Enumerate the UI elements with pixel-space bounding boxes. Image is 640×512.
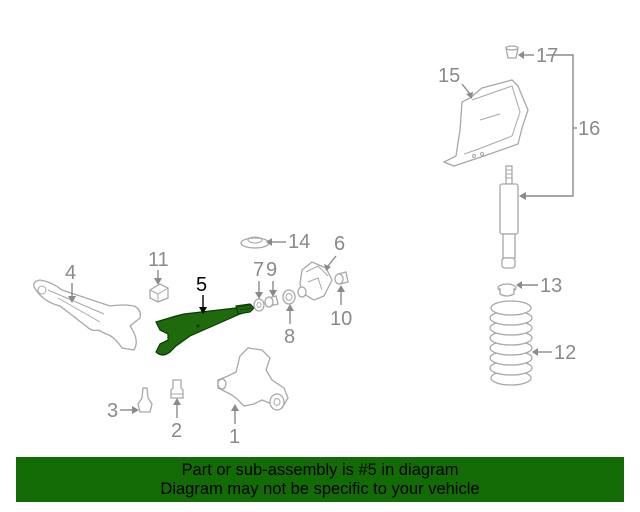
- part-6-bracket[interactable]: [297, 261, 333, 301]
- callout-4[interactable]: 4: [65, 262, 76, 284]
- callout-2[interactable]: 2: [171, 420, 182, 442]
- leader-6: [327, 255, 337, 267]
- part-10-bushing[interactable]: [334, 271, 349, 285]
- callout-16[interactable]: 16: [578, 118, 600, 140]
- callout-1[interactable]: 1: [229, 426, 240, 448]
- callout-5[interactable]: 5: [196, 274, 207, 296]
- part-5-strut-arm-highlighted[interactable]: [155, 303, 255, 356]
- part-3-ball-joint[interactable]: [137, 387, 153, 413]
- callout-3[interactable]: 3: [107, 400, 118, 422]
- banner-line-1: Part or sub-assembly is #5 in diagram: [181, 461, 459, 479]
- callout-13[interactable]: 13: [540, 275, 562, 297]
- callout-15[interactable]: 15: [438, 65, 460, 87]
- part-1-steering-knuckle[interactable]: [217, 347, 289, 411]
- part-14-plate[interactable]: [240, 236, 270, 249]
- callout-11[interactable]: 11: [148, 249, 169, 271]
- part-17-cap[interactable]: [505, 45, 519, 59]
- part-8-washer[interactable]: [282, 289, 296, 305]
- callout-6[interactable]: 6: [334, 233, 345, 255]
- part-12-coil-spring[interactable]: [489, 300, 533, 386]
- callout-9[interactable]: 9: [266, 259, 277, 281]
- banner-line-2: Diagram may not be specific to your vehi…: [160, 480, 480, 498]
- callout-7[interactable]: 7: [253, 259, 264, 281]
- callout-12[interactable]: 12: [554, 342, 576, 364]
- part-9-bushing[interactable]: [264, 295, 279, 308]
- callout-10[interactable]: 10: [330, 308, 352, 330]
- part-16-shock-absorber[interactable]: [499, 165, 519, 269]
- callout-8[interactable]: 8: [284, 326, 295, 348]
- part-2-stud[interactable]: [170, 379, 184, 399]
- callout-17[interactable]: 17: [536, 45, 558, 67]
- info-banner: Part or sub-assembly is #5 in diagram Di…: [16, 457, 624, 502]
- leader-16: [524, 54, 574, 197]
- part-4-control-arm[interactable]: [33, 279, 142, 351]
- part-13-isolator[interactable]: [497, 283, 517, 297]
- part-7-washer[interactable]: [253, 298, 265, 312]
- part-15-shield[interactable]: [442, 79, 529, 167]
- callout-14[interactable]: 14: [288, 231, 310, 253]
- part-11-bumper[interactable]: [149, 283, 169, 303]
- leader-15: [461, 83, 471, 95]
